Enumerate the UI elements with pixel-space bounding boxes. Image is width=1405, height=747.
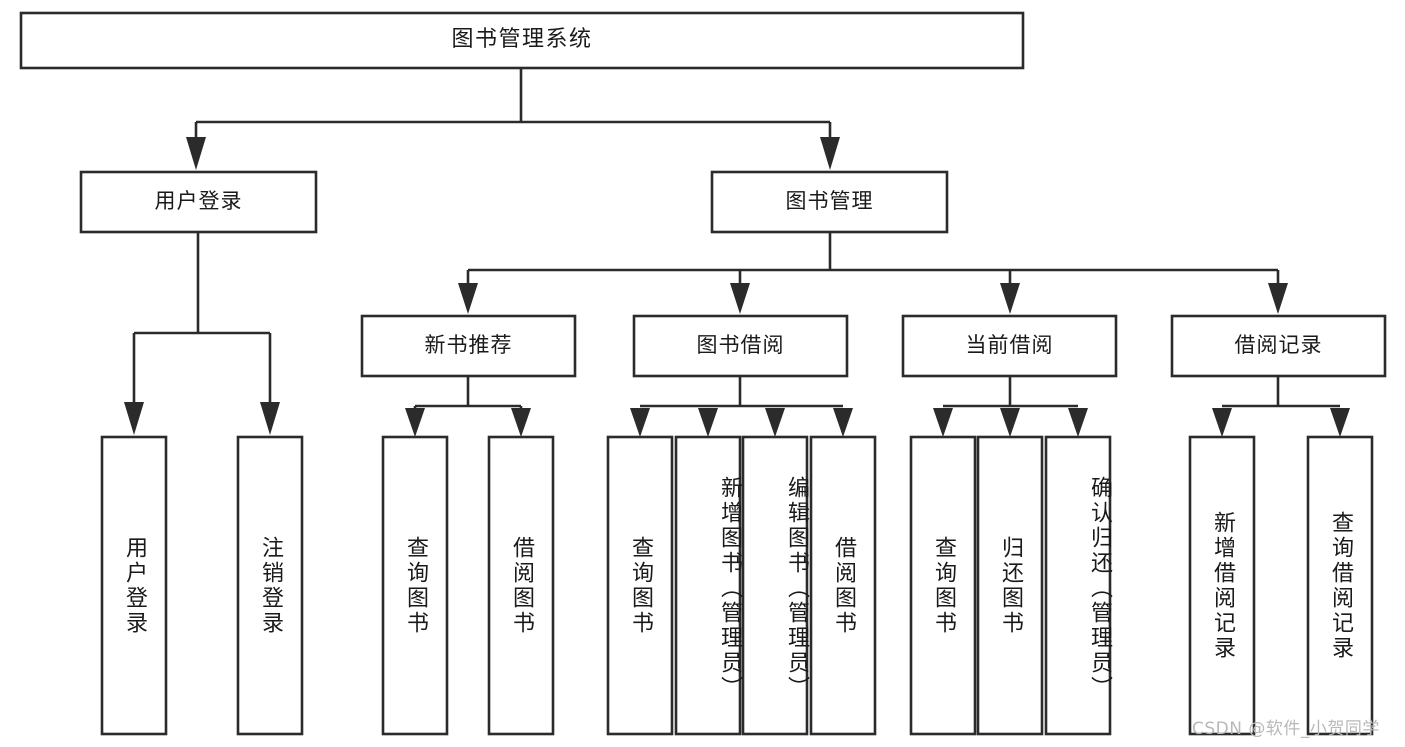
arrow-head-level1-2 (820, 137, 840, 170)
node-book-manage-box[interactable] (710, 170, 949, 234)
arrow-head-level2-2 (730, 283, 750, 314)
arrow-head-newbook-2 (511, 408, 531, 437)
arrow-head-borrowrecord-1 (1212, 408, 1232, 437)
arrow-head-currentborrow-2 (1000, 408, 1020, 437)
arrow-head-level1-1 (186, 137, 206, 170)
arrow-head-user-login-1 (124, 402, 144, 435)
leaf-box-currentborrow-2[interactable] (1044, 435, 1112, 736)
leaf-box-borrowrecord-0[interactable] (1188, 435, 1256, 736)
leaf-box-borrowrecord-1[interactable] (1306, 435, 1374, 736)
arrow-head-level2-1 (458, 283, 478, 314)
leaf-box-bookborrow-2[interactable] (741, 435, 809, 736)
leaf-box-user-login-0[interactable] (100, 435, 168, 736)
arrow-head-currentborrow-3 (1068, 408, 1088, 437)
node-new-book-recommend-box[interactable] (360, 314, 577, 378)
node-user-login-box[interactable] (79, 170, 318, 234)
node-book-borrow-box[interactable] (632, 314, 849, 378)
leaf-box-currentborrow-1[interactable] (976, 435, 1044, 736)
arrow-head-bookborrow-2 (698, 408, 718, 437)
arrow-head-level2-4 (1268, 283, 1288, 314)
leaf-box-newbook-1[interactable] (487, 435, 555, 736)
arrow-head-bookborrow-4 (833, 408, 853, 437)
leaf-box-currentborrow-0[interactable] (909, 435, 977, 736)
arrow-head-newbook-1 (405, 408, 425, 437)
node-borrow-record-box[interactable] (1170, 314, 1387, 378)
watermark-text: CSDN @软件_小贺同学 (1192, 719, 1380, 739)
arrow-head-level2-3 (1000, 283, 1020, 314)
arrow-head-bookborrow-1 (630, 408, 650, 437)
leaf-box-newbook-0[interactable] (381, 435, 449, 736)
node-current-borrow-box[interactable] (901, 314, 1118, 378)
leaf-box-bookborrow-3[interactable] (809, 435, 877, 736)
node-root-box[interactable] (19, 11, 1025, 70)
arrow-head-borrowrecord-2 (1330, 408, 1350, 437)
arrow-head-user-login-2 (260, 402, 280, 435)
arrow-head-bookborrow-3 (765, 408, 785, 437)
leaf-box-bookborrow-1[interactable] (674, 435, 742, 736)
leaf-box-user-login-1[interactable] (236, 435, 304, 736)
leaf-box-bookborrow-0[interactable] (606, 435, 674, 736)
arrow-head-currentborrow-1 (933, 408, 953, 437)
